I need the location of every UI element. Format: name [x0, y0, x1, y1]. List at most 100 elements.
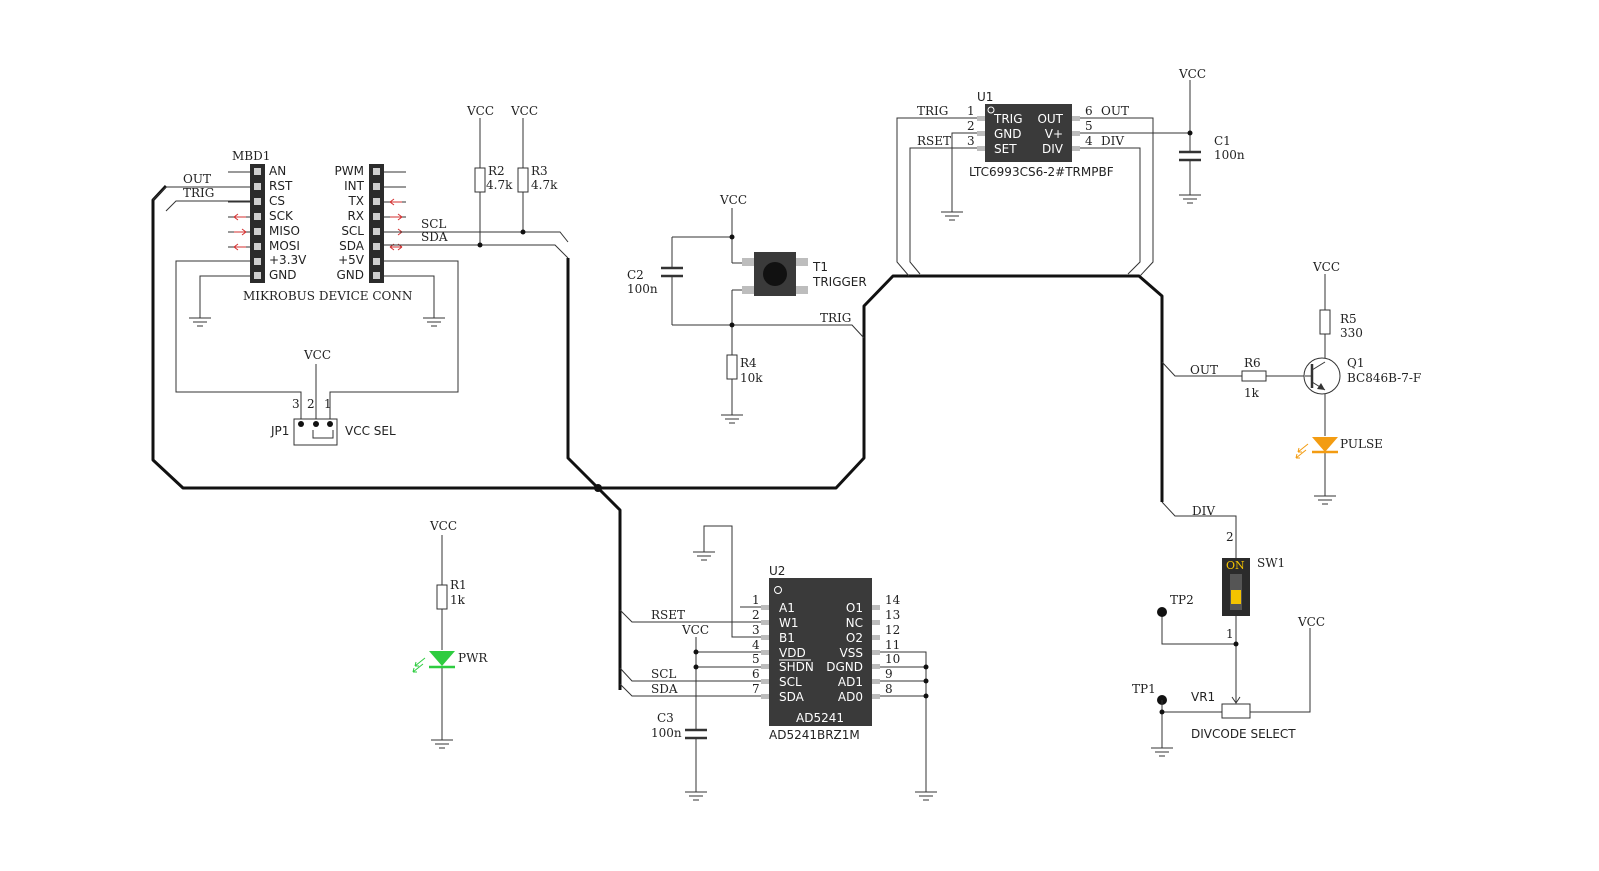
- r5-val: 330: [1340, 326, 1363, 340]
- u2-num10: 10: [885, 652, 900, 666]
- jp1-ref: JP1: [270, 424, 289, 438]
- mikrobus-connector: MBD1 AN RST CS SCK MISO MOSI +3.3V GND P…: [228, 149, 412, 303]
- bus-junction: [594, 484, 602, 492]
- mbd-left-header: [250, 164, 265, 283]
- pulse-label: PULSE: [1340, 437, 1383, 451]
- u2-pin-vss: VSS: [840, 646, 863, 660]
- mbd-pin-an: AN: [269, 164, 286, 178]
- mbd-pin-tx: TX: [347, 194, 364, 208]
- u2-body: [769, 578, 872, 726]
- t1-ref: T1: [812, 260, 828, 274]
- u1-num4: 4: [1085, 134, 1093, 148]
- sw1-pin1: 1: [1226, 627, 1234, 641]
- r3-ref: R3: [531, 164, 548, 178]
- r5-vcc: VCC: [1312, 260, 1340, 274]
- net-div-u1: DIV: [1101, 134, 1124, 148]
- sw1-dip-switch[interactable]: ON: [1222, 558, 1250, 616]
- r5-resistor: [1319, 309, 1331, 335]
- sw1-pin2: 2: [1226, 530, 1234, 544]
- jp1-vcc: VCC: [303, 348, 331, 362]
- u1-ltc6993: U1 TRIG GND SET OUT V+ DIV 1 2 3 6 5 4 L…: [967, 90, 1114, 179]
- tp1-label: TP1: [1132, 682, 1156, 696]
- u2-num9: 9: [885, 667, 893, 681]
- u2-pin-o2: O2: [846, 631, 863, 645]
- r4-ref: R4: [740, 356, 757, 370]
- jp1-jumper[interactable]: 3 2 1 JP1 VCC SEL: [270, 397, 396, 446]
- r1-ref: R1: [450, 578, 467, 592]
- mbd-pin-int: INT: [344, 179, 365, 193]
- u2-pin-sda: SDA: [779, 690, 805, 704]
- r1-val: 1k: [450, 593, 466, 607]
- mbd-pin-3v3: +3.3V: [269, 253, 307, 267]
- mbd-pin-gnd-left: GND: [269, 268, 297, 282]
- jp1-pin2: 2: [307, 397, 315, 411]
- mbd-pin-5v: +5V: [338, 253, 365, 267]
- vr1-ref: VR1: [1191, 690, 1215, 704]
- net-trig-mbd: TRIG: [183, 186, 214, 200]
- u2-num6: 6: [752, 667, 760, 681]
- u2-pin-o1: O1: [846, 601, 863, 615]
- u2-pin-vdd: VDD: [779, 646, 806, 660]
- u1-pin-vplus: V+: [1045, 127, 1063, 141]
- u2-part: AD5241BRZ1M: [769, 728, 860, 742]
- mbd-title: MIKROBUS DEVICE CONN: [243, 289, 412, 303]
- u1-part: LTC6993CS6-2#TRMPBF: [969, 165, 1114, 179]
- r1-resistor: [436, 584, 448, 610]
- mbd-pin-miso: MISO: [269, 224, 300, 238]
- net-rset-u1: RSET: [917, 134, 951, 148]
- r5-ref: R5: [1340, 312, 1357, 326]
- u2-name: AD5241: [796, 711, 844, 725]
- u2-num8: 8: [885, 682, 893, 696]
- u2-num12: 12: [885, 623, 900, 637]
- c3-val: 100n: [651, 726, 682, 740]
- u2-num13: 13: [885, 608, 900, 622]
- pwr-label: PWR: [458, 651, 488, 665]
- u2-num1: 1: [752, 593, 760, 607]
- u1-body: [985, 104, 1072, 162]
- u2-num3: 3: [752, 623, 760, 637]
- u2-vcc: VCC: [681, 623, 709, 637]
- u1-num3: 3: [967, 134, 975, 148]
- jp1-pin1: 1: [324, 397, 332, 411]
- u2-num11: 11: [885, 638, 900, 652]
- u1-ref: U1: [977, 90, 993, 104]
- r6-ref: R6: [1244, 356, 1261, 370]
- c1-ref: C1: [1214, 134, 1231, 148]
- u1-pin-set: SET: [994, 142, 1017, 156]
- mbd-pin-pwm: PWM: [335, 164, 364, 178]
- u2-pin-shdn: SHDN: [779, 660, 814, 674]
- pwr-led: [412, 651, 455, 673]
- vr1-label: DIVCODE SELECT: [1191, 727, 1296, 741]
- net-div-sw1: DIV: [1192, 504, 1215, 518]
- jp1-label: VCC SEL: [345, 424, 396, 438]
- vr1-vcc: VCC: [1297, 615, 1325, 629]
- r4-resistor: [726, 354, 738, 380]
- t1-trigger-button[interactable]: [742, 252, 808, 296]
- net-rset-u2: RSET: [651, 608, 685, 622]
- u2-pin-ad0: AD0: [838, 690, 863, 704]
- r4-val: 10k: [740, 371, 763, 385]
- u1-num5: 5: [1085, 119, 1093, 133]
- sw1-toggle[interactable]: [1231, 590, 1241, 604]
- net-trig-button: TRIG: [820, 311, 851, 325]
- vr1-potentiometer[interactable]: [1221, 703, 1251, 719]
- u1-pin-gnd: GND: [994, 127, 1022, 141]
- sw1-on-label: ON: [1226, 559, 1245, 572]
- r2-val: 4.7k: [486, 178, 513, 192]
- mbd-pin-cs: CS: [269, 194, 285, 208]
- u1-pin-div: DIV: [1042, 142, 1064, 156]
- main-bus: [151, 184, 1164, 502]
- mbd-right-header: [369, 164, 384, 283]
- u1-pin-out: OUT: [1037, 112, 1063, 126]
- r3-vcc: VCC: [510, 104, 538, 118]
- u1-pin-trig: TRIG: [993, 112, 1023, 126]
- net-sda-u2: SDA: [651, 682, 678, 696]
- u2-pin-scl: SCL: [779, 675, 802, 689]
- q1-transistor: [1303, 357, 1341, 395]
- u2-pin-dgnd: DGND: [826, 660, 863, 674]
- u1-num6: 6: [1085, 104, 1093, 118]
- t1-label: TRIGGER: [812, 275, 867, 289]
- q1-ref: Q1: [1347, 356, 1364, 370]
- sw1-ref: SW1: [1257, 556, 1285, 570]
